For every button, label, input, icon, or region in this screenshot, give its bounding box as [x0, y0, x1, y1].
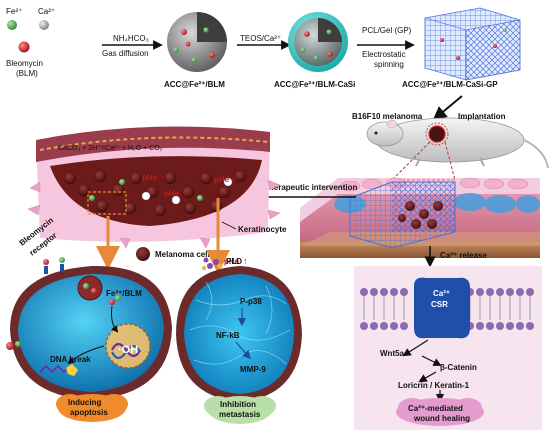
keratinocyte-pointer [221, 221, 237, 230]
svg-text:↑: ↑ [182, 189, 186, 198]
step3-reagent: PCL/Gel (GP) [362, 26, 412, 35]
fe-ion-label: Fe²⁺ [6, 7, 22, 16]
skin-block [300, 177, 540, 258]
dna-break-label: DNA break [50, 355, 91, 364]
implantation-label: Implantation [458, 112, 506, 121]
phe-markers: pHe ↑ pHe ↑ pHe ↑ [142, 173, 236, 198]
legend: Fe²⁺ Ca²⁺ Bleomycin (BLM) [6, 7, 55, 78]
svg-text:↑: ↑ [243, 256, 248, 266]
product1-label: ACC@Fe²⁺/BLM [164, 80, 225, 89]
apoptosis-cell [6, 257, 172, 400]
svg-text:↑: ↑ [232, 175, 236, 184]
step2-reagent: TEOS/Ca²⁺ [240, 34, 281, 43]
melanoma-model-label: B16F10 melanoma [352, 112, 423, 121]
bleomycin-dot [18, 41, 30, 53]
therapeutic-label: Therapeutic intervention [264, 183, 357, 192]
ca-ion-label: Ca²⁺ [38, 7, 55, 16]
p-p38-label: P-p38 [240, 297, 262, 306]
fe-ion-dot [7, 20, 17, 30]
synthesis-row: NH₄HCO₃ Gas diffusion ACC@Fe²⁺/BLM TEOS/… [102, 7, 521, 121]
phe-label-2: pHe [164, 189, 180, 198]
mmp9-label: MMP-9 [240, 365, 266, 374]
phe-label-3: pHe [214, 175, 230, 184]
beta-catenin-label: β-Catenin [440, 363, 477, 372]
bleomycin-label: Bleomycin [6, 59, 43, 68]
metastasis-cell [176, 257, 302, 402]
apoptosis-outcome-2: apoptosis [70, 408, 108, 417]
wound-outcome-1: Ca²⁺-mediated [408, 404, 463, 413]
bleomycin-abbr: (BLM) [16, 69, 38, 78]
receptor-csr-label: CSR [431, 300, 448, 309]
right-cell-phe: pHe [224, 257, 240, 266]
fe-blm-label: Fe²⁺/BLM [106, 289, 142, 298]
hydroxyl-radical-label: ·OH [118, 344, 138, 356]
apoptosis-outcome-cloud [56, 394, 128, 422]
phe-label-1: pHe [142, 173, 158, 182]
wound-healing-panel [354, 266, 542, 430]
step3-method-2: spinning [374, 60, 404, 69]
metastasis-outcome-cloud [204, 396, 276, 424]
wnt5a-label: Wnt5a [380, 349, 405, 358]
step3-method-1: Electrostatic [362, 50, 406, 59]
wound-outcome-2: wound healing [413, 414, 470, 423]
step1-reagent: NH₄HCO₃ [113, 34, 149, 43]
scaffold-cube [424, 7, 521, 81]
tissue-section [27, 126, 281, 249]
receptor-ca-label: Ca²⁺ [433, 289, 450, 298]
ca-release-label: Ca²⁺ release [440, 251, 487, 260]
loricrin-keratin-label: Loricrin / Keratin-1 [398, 381, 470, 390]
metastasis-outcome-1: Inhibition [220, 400, 256, 409]
ca-ion-dot [39, 20, 49, 30]
metastasis-outcome-2: metastasis [219, 410, 261, 419]
mouse-model [366, 117, 549, 169]
step1-method: Gas diffusion [102, 49, 149, 58]
svg-text:↑: ↑ [160, 173, 164, 182]
pld-label: PLD [226, 257, 242, 266]
casi-sphere [288, 12, 348, 72]
apoptosis-outcome-1: Inducing [68, 398, 101, 407]
product3-label: ACC@Fe²⁺/BLM-CaSi-GP [402, 80, 498, 89]
acc-sphere [167, 12, 227, 72]
melanoma-cell-icon [136, 247, 150, 261]
nfkb-label: NF-kB [216, 331, 240, 340]
keratinocyte-label: Keratinocyte [238, 225, 287, 234]
melanoma-cell-label: Melanoma cell [155, 250, 210, 259]
product2-label: ACC@Fe²⁺/BLM-CaSi [274, 80, 355, 89]
implantation-arrow [432, 95, 463, 121]
reaction-equation: CaCO₃ + 2H⁺=Ca²⁺ + H₂O + CO₂ [58, 145, 163, 152]
